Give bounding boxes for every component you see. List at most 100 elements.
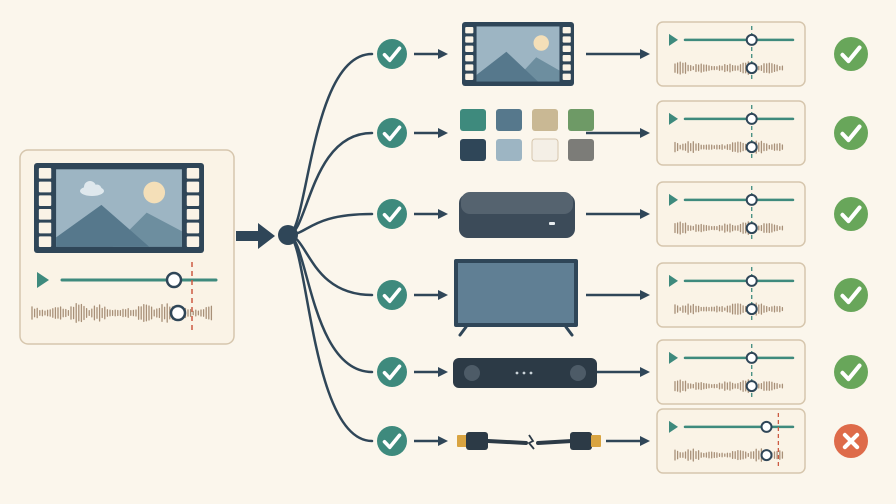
tv-stand: [458, 325, 574, 337]
cloud-part: [92, 184, 102, 194]
video-playhead-knob[interactable]: [745, 193, 758, 206]
play-icon[interactable]: [669, 420, 678, 433]
sprocket-hole: [562, 45, 571, 52]
audio-playhead-knob[interactable]: [745, 380, 758, 393]
sprocket-hole: [465, 36, 474, 43]
play-icon[interactable]: [669, 274, 678, 287]
sprocket-hole: [465, 27, 474, 34]
film-frame-icon: [462, 22, 574, 86]
audio-playhead-knob[interactable]: [745, 222, 758, 235]
sprocket-hole: [562, 36, 571, 43]
sun: [143, 181, 166, 204]
result-pass-icon: [834, 116, 868, 150]
badge-circle: [377, 39, 407, 69]
validation-check-icon: [377, 426, 407, 456]
sprocket-hole: [562, 27, 571, 34]
audio-playhead-knob[interactable]: [745, 141, 758, 154]
panel-frame: [656, 100, 806, 166]
output-row-video-file: [377, 21, 868, 87]
panel-frame: [656, 408, 806, 474]
mountain-front: [56, 204, 150, 247]
fail-badge-icon: [834, 424, 868, 458]
checkmark-glyph: [382, 46, 402, 63]
video-playhead-knob[interactable]: [745, 274, 758, 287]
validation-check-icon: [377, 357, 407, 387]
video-playhead-knob[interactable]: [745, 112, 758, 125]
badge-circle: [834, 355, 868, 389]
set-top-box-icon: [459, 192, 575, 238]
color-swatch: [460, 109, 486, 131]
video-playhead-knob[interactable]: [745, 33, 758, 46]
result-pass-icon: [834, 278, 868, 312]
output-row-hdmi-cable: [377, 408, 868, 474]
output-row-television: [377, 262, 868, 328]
sprocket-hole: [38, 222, 52, 234]
play-icon[interactable]: [669, 33, 678, 46]
box-top: [461, 192, 573, 214]
cable-wire: [536, 439, 574, 445]
sprocket-hole: [186, 209, 200, 220]
badge-circle: [377, 199, 407, 229]
checkmark-glyph: [382, 287, 402, 304]
hdmi-plug-body: [570, 432, 592, 450]
badge-circle: [377, 426, 407, 456]
color-swatch: [496, 109, 522, 131]
sprocket-hole: [186, 195, 200, 206]
color-swatch: [532, 109, 558, 131]
checkmark-glyph: [840, 286, 862, 305]
hdmi-plug-body: [466, 432, 488, 450]
video-playhead-knob[interactable]: [760, 420, 773, 433]
sync-timeline-panel: [656, 262, 806, 328]
play-icon[interactable]: [37, 272, 49, 288]
checkmark-glyph: [840, 363, 862, 382]
checkmark-glyph: [382, 364, 402, 381]
video-playhead-knob[interactable]: [745, 351, 758, 364]
color-swatch: [568, 109, 594, 131]
audio-playhead-knob[interactable]: [745, 62, 758, 75]
indicator-dot: [522, 371, 526, 375]
sync-timeline-panel: [656, 408, 806, 474]
source-film-frame-icon: [34, 163, 204, 253]
sync-timeline-panel: [656, 100, 806, 166]
sprocket-hole: [562, 55, 571, 62]
validation-check-icon: [377, 280, 407, 310]
sync-timeline-panel: [656, 339, 806, 405]
branch-connector: [286, 233, 374, 374]
play-icon[interactable]: [669, 193, 678, 206]
branch-connector: [286, 52, 374, 237]
play-icon[interactable]: [669, 351, 678, 364]
checkmark-glyph: [382, 433, 402, 450]
sprocket-hole: [465, 73, 474, 80]
color-swatch: [460, 139, 486, 161]
badge-circle: [834, 278, 868, 312]
sprocket-hole: [38, 181, 52, 193]
audio-playhead-knob[interactable]: [745, 303, 758, 316]
sprocket-hole: [562, 73, 571, 80]
result-pass-icon: [834, 355, 868, 389]
indicator-dot: [515, 371, 519, 375]
video-playhead-knob[interactable]: [165, 271, 183, 289]
audio-playhead-knob[interactable]: [760, 449, 773, 462]
color-swatch: [496, 139, 522, 161]
badge-circle: [377, 280, 407, 310]
hdmi-connector-tip: [591, 435, 601, 447]
hdmi-cable-icon: [457, 432, 601, 450]
sprocket-hole: [186, 236, 200, 247]
color-swatch: [531, 138, 559, 162]
color-palette-icon: [460, 109, 594, 162]
sprocket-hole: [38, 236, 52, 247]
audio-playhead-knob[interactable]: [169, 304, 187, 322]
branch-connector: [286, 233, 374, 443]
play-icon[interactable]: [669, 112, 678, 125]
output-row-soundbar: [377, 339, 868, 405]
badge-circle: [834, 37, 868, 71]
tv-icon: [454, 259, 578, 337]
speaker-left: [464, 365, 480, 381]
badge-circle: [377, 357, 407, 387]
sprocket-hole: [38, 209, 52, 220]
indicator-dot: [529, 371, 533, 375]
output-row-color-palette: [377, 100, 868, 166]
hdmi-connector-tip: [457, 435, 467, 447]
panel-frame: [656, 21, 806, 87]
